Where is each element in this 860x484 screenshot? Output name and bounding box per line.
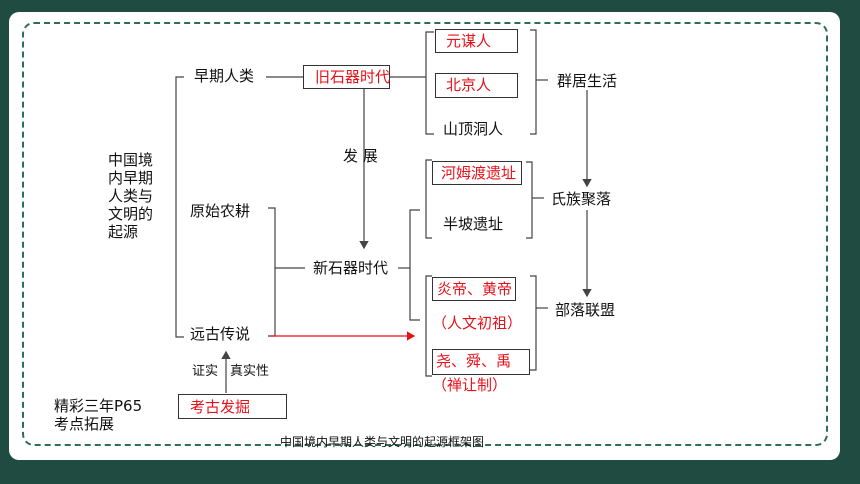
dashed-frame bbox=[22, 22, 828, 446]
root-line: 文明的 bbox=[108, 205, 154, 223]
branch-farming: 原始农耕 bbox=[190, 202, 251, 220]
content-card bbox=[9, 12, 840, 460]
root-line: 起源 bbox=[108, 223, 139, 241]
development-label: 发 展 bbox=[343, 147, 378, 165]
peking-box bbox=[435, 73, 518, 98]
legend-yan-huang: 炎帝、黄帝 bbox=[437, 280, 513, 298]
branch-legends: 远古传说 bbox=[190, 325, 251, 343]
paleolithic-box bbox=[303, 65, 390, 89]
root-line: 中国境 bbox=[108, 151, 154, 169]
era-neolithic: 新石器时代 bbox=[313, 259, 389, 277]
root-line: 内早期 bbox=[108, 169, 154, 187]
note-reference: 精彩三年P65 bbox=[54, 397, 143, 415]
stage-clan-village: 氏族聚落 bbox=[551, 190, 612, 208]
note-extension: 考点拓展 bbox=[54, 415, 115, 433]
root-line: 人类与 bbox=[108, 187, 154, 205]
archaeology-box bbox=[178, 394, 287, 419]
site-hemudu: 河姆渡遗址 bbox=[441, 164, 517, 182]
evidence-label-left: 证实 bbox=[192, 364, 219, 379]
legend-abdication: （禅让制） bbox=[432, 376, 508, 394]
legend-yao-shun-yu: 尧、舜、禹 bbox=[436, 352, 512, 370]
evidence-label-right: 真实性 bbox=[230, 364, 270, 379]
stage-tribal-alliance: 部落联盟 bbox=[555, 301, 616, 319]
era-paleolithic: 旧石器时代 bbox=[315, 68, 391, 86]
site-yuanmou: 元谋人 bbox=[446, 32, 492, 50]
diagram-caption: 中国境内早期人类与文明的起源框架图 bbox=[280, 435, 485, 449]
site-peking: 北京人 bbox=[446, 76, 492, 94]
root-topic: 中国境 内早期 人类与 文明的 起源 bbox=[108, 151, 156, 241]
legend-ancestors: （人文初祖） bbox=[432, 314, 523, 332]
evidence-archaeology: 考古发掘 bbox=[190, 398, 251, 416]
hemudu-box bbox=[432, 161, 522, 185]
stage-group-living: 群居生活 bbox=[557, 72, 618, 90]
yan-huang-box bbox=[432, 277, 516, 301]
site-upper-cave: 山顶洞人 bbox=[443, 120, 504, 138]
site-banpo: 半坡遗址 bbox=[443, 215, 504, 233]
branch-early-humans: 早期人类 bbox=[194, 67, 255, 85]
yuanmou-box bbox=[435, 29, 518, 53]
yao-shun-yu-box bbox=[432, 349, 530, 375]
